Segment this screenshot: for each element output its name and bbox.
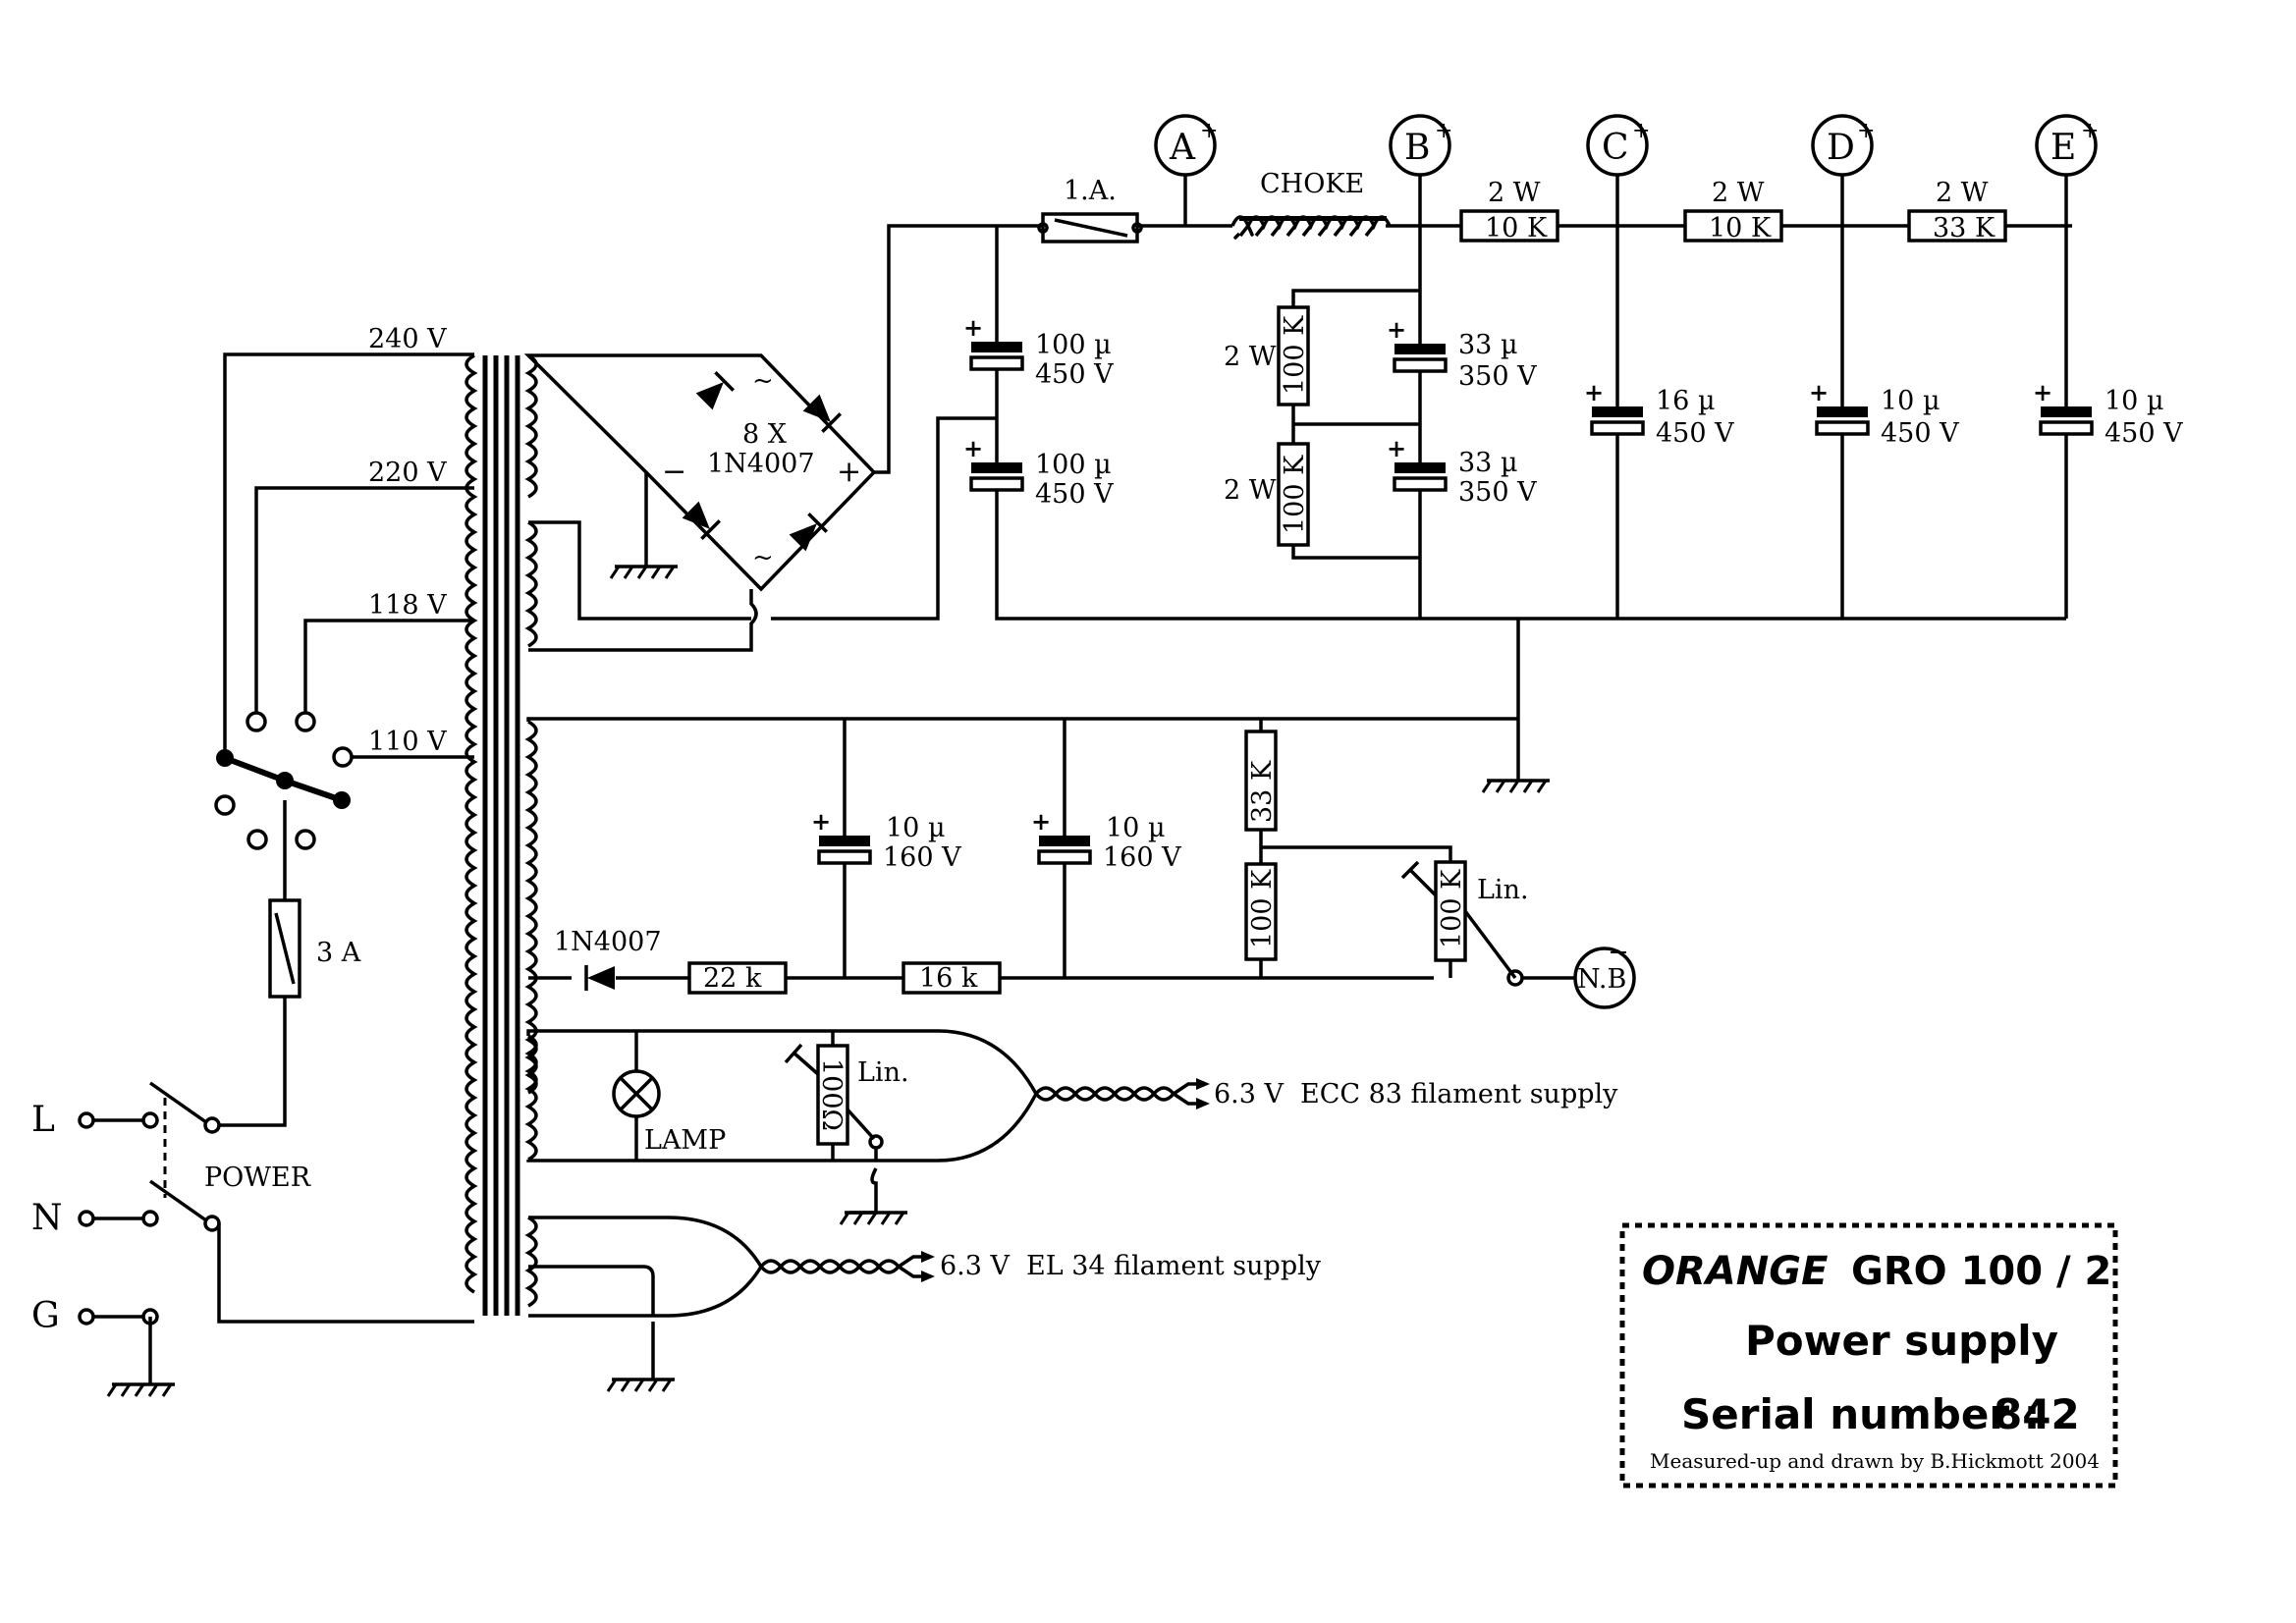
el34-filament-supply: 6.3 V EL 34 filament supply <box>528 1216 1322 1393</box>
cap4-value: 33 µ <box>1458 448 1518 478</box>
bias-cap1-value: 10 µ <box>886 813 946 843</box>
cap7-value: 10 µ <box>2105 386 2164 416</box>
cap2-value: 100 µ <box>1035 450 1112 480</box>
cap1-value: 100 µ <box>1035 330 1112 360</box>
cap2-voltage: 450 V <box>1035 479 1114 510</box>
cap3-voltage: 350 V <box>1458 361 1537 392</box>
mains-input: L N G POWER 3 A 240 V <box>31 324 474 1398</box>
ht-rectifier: ~ ~ − + 8 X 1N4007 <box>523 224 1043 652</box>
power-switch-label: POWER <box>204 1163 311 1193</box>
bias-divider-top: 33 K <box>1247 760 1278 823</box>
svg-text:D: D <box>1827 128 1855 168</box>
svg-text:~: ~ <box>752 366 774 396</box>
svg-text:~: ~ <box>752 543 774 572</box>
power-transformer <box>465 353 538 1316</box>
bridge-label-line2: 1N4007 <box>707 449 815 479</box>
cap6-value: 10 µ <box>1881 386 1941 416</box>
node-b: B+ <box>1389 114 1452 177</box>
bias-r1-value: 22 k <box>703 963 762 994</box>
cap7-voltage: 450 V <box>2105 418 2183 449</box>
node-e: E+ <box>2035 114 2099 177</box>
power-switch: POWER <box>148 1081 311 1232</box>
svg-text:+: + <box>2081 119 2099 143</box>
cap5-voltage: 450 V <box>1656 418 1734 449</box>
live-terminal-label: L <box>31 1100 55 1140</box>
bias-cap2-voltage: 160 V <box>1103 842 1181 873</box>
r-series2-value: 10 K <box>1709 213 1772 243</box>
r-series1-value: 10 K <box>1485 213 1548 243</box>
cap1-voltage: 450 V <box>1035 359 1114 390</box>
model-name: GRO 100 / 2 <box>1851 1249 2111 1294</box>
nb-output: N.B <box>1573 947 1636 1009</box>
bias-r2-value: 16 k <box>919 963 978 994</box>
bleeder2-value: 100 K <box>1280 455 1310 534</box>
node-c: C+ <box>1586 114 1650 177</box>
cap4-voltage: 350 V <box>1458 477 1537 508</box>
mains-fuse: 3 A <box>268 898 361 999</box>
bias-cap2-value: 10 µ <box>1106 813 1166 843</box>
bias-pot-value: 100 K <box>1437 869 1467 948</box>
svg-text:+: + <box>1200 119 1218 143</box>
svg-text:N.B: N.B <box>1577 964 1626 995</box>
bleeder1-value: 100 K <box>1280 315 1310 395</box>
bias-diode-label: 1N4007 <box>554 927 662 957</box>
tap-118v-label: 118 V <box>368 590 447 621</box>
lamp-label: LAMP <box>644 1125 726 1156</box>
r-series3-watt: 2 W <box>1936 178 1989 208</box>
mains-fuse-label: 3 A <box>316 938 361 968</box>
svg-text:B: B <box>1404 128 1430 168</box>
svg-text:+: + <box>1632 119 1650 143</box>
svg-text:+: + <box>1435 119 1452 143</box>
ecc-pot-label: Lin. <box>857 1057 909 1088</box>
bias-supply: 1N4007 22 k 16 k 10 µ 160 V 10 µ 160 V 3… <box>526 717 1636 1009</box>
bridge-label-line1: 8 X <box>742 419 788 450</box>
bias-divider-bottom: 100 K <box>1247 869 1278 948</box>
r-series1-watt: 2 W <box>1488 178 1541 208</box>
serial-label: Serial number : <box>1681 1390 2040 1438</box>
node-d: D+ <box>1811 114 1875 177</box>
svg-text:C: C <box>1602 128 1629 168</box>
svg-text:E: E <box>2050 128 2076 168</box>
serial-value: 842 <box>1994 1390 2080 1438</box>
el-voltage: 6.3 V <box>940 1251 1011 1281</box>
choke-label: CHOKE <box>1260 169 1364 199</box>
svg-text:A: A <box>1169 128 1196 168</box>
svg-text:+: + <box>837 455 861 489</box>
tap-110v-label: 110 V <box>368 727 447 757</box>
ecc-pot-value: 100Ω <box>816 1058 847 1131</box>
r-series2-watt: 2 W <box>1712 178 1765 208</box>
ground-terminal-label: G <box>31 1296 60 1336</box>
drawing-credit: Measured-up and drawn by B.Hickmott 2004 <box>1650 1449 2100 1473</box>
svg-text:−: − <box>662 455 686 489</box>
neutral-terminal-label: N <box>31 1198 63 1238</box>
el-label: EL 34 filament supply <box>1026 1251 1322 1281</box>
ecc-voltage: 6.3 V <box>1214 1079 1285 1109</box>
brand-name: ORANGE <box>1642 1249 1828 1294</box>
bias-cap1-voltage: 160 V <box>883 842 961 873</box>
ht-filter: 1.A. CHOKE 2 W 10 K 2 W 10 K 2 W 33 K A+… <box>961 114 2183 794</box>
r-series3-value: 33 K <box>1933 213 1995 243</box>
bleeder1-watt: 2 W <box>1224 342 1277 372</box>
voltage-selector <box>214 711 354 850</box>
node-a: A+ <box>1154 114 1218 177</box>
tap-220v-label: 220 V <box>368 458 447 488</box>
ecc-label: ECC 83 filament supply <box>1300 1079 1618 1109</box>
tap-240v-label: 240 V <box>368 324 447 354</box>
title-block: ORANGE GRO 100 / 2 Power supply Serial n… <box>1619 1222 2118 1488</box>
svg-text:+: + <box>1857 119 1875 143</box>
cap3-value: 33 µ <box>1458 330 1518 360</box>
bleeder2-watt: 2 W <box>1224 475 1277 506</box>
cap5-value: 16 µ <box>1656 386 1716 416</box>
ht-fuse-label: 1.A. <box>1064 176 1117 206</box>
cap6-voltage: 450 V <box>1881 418 1959 449</box>
title-subtitle: Power supply <box>1745 1317 2058 1365</box>
bias-pot-label: Lin. <box>1477 875 1529 905</box>
ecc83-filament-supply: LAMP 100Ω Lin. 6.3 V ECC 83 filament sup… <box>526 1029 1618 1226</box>
